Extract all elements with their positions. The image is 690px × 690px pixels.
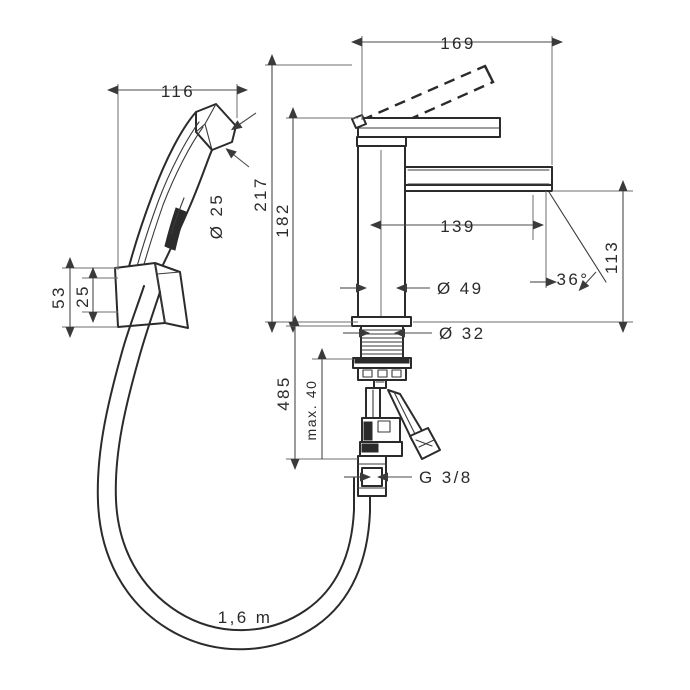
- lever-closed-position: [351, 114, 501, 138]
- lever-open-position: [361, 64, 495, 139]
- dimension-116: 116: [107, 82, 248, 270]
- dimension-dia-25-label: Ø 25: [207, 193, 226, 239]
- dimension-182: 182: [273, 107, 358, 333]
- dimension-36-degrees: 36°: [530, 191, 607, 292]
- dimension-hose-length: 1,6 m: [218, 608, 273, 627]
- dimension-max-40: max. 40: [303, 348, 358, 460]
- dimension-25-label: 25: [73, 284, 92, 308]
- dimension-g38: G 3/8: [344, 468, 473, 487]
- threaded-shank: [360, 325, 404, 359]
- dimension-dia-32: Ø 32: [343, 324, 485, 343]
- spout: [404, 166, 553, 192]
- dimension-dia-25: Ø 25: [207, 112, 257, 239]
- dimension-25: 25: [73, 267, 118, 323]
- dimension-113: 113: [413, 180, 633, 333]
- dimension-dia-49: Ø 49: [340, 279, 483, 298]
- dimension-169: 169: [351, 34, 563, 165]
- g38-connector: [357, 455, 387, 497]
- dimension-217-label: 217: [251, 176, 270, 212]
- dimension-max-40-label: max. 40: [303, 380, 319, 441]
- dimension-217: 217: [251, 54, 352, 333]
- dimension-139-label: 139: [440, 217, 476, 236]
- dimension-53: 53: [49, 257, 118, 338]
- dimension-169-label: 169: [440, 34, 476, 53]
- dimension-53-label: 53: [49, 285, 68, 309]
- valve-assembly: [359, 387, 441, 460]
- mixer-body: [351, 64, 553, 389]
- flexible-hose: [96, 285, 371, 651]
- dimension-dia-32-label: Ø 32: [439, 324, 485, 343]
- dimension-139: 139: [370, 195, 544, 240]
- dimension-182-label: 182: [273, 202, 292, 238]
- dimension-dia-49-label: Ø 49: [437, 279, 483, 298]
- dimension-hose-length-label: 1,6 m: [218, 608, 273, 627]
- dimension-113-label: 113: [602, 240, 621, 274]
- dimension-485-label: 485: [274, 375, 293, 411]
- dimension-116-label: 116: [161, 82, 195, 101]
- dimension-36-degrees-label: 36°: [557, 270, 590, 289]
- dimension-g38-label: G 3/8: [419, 468, 473, 487]
